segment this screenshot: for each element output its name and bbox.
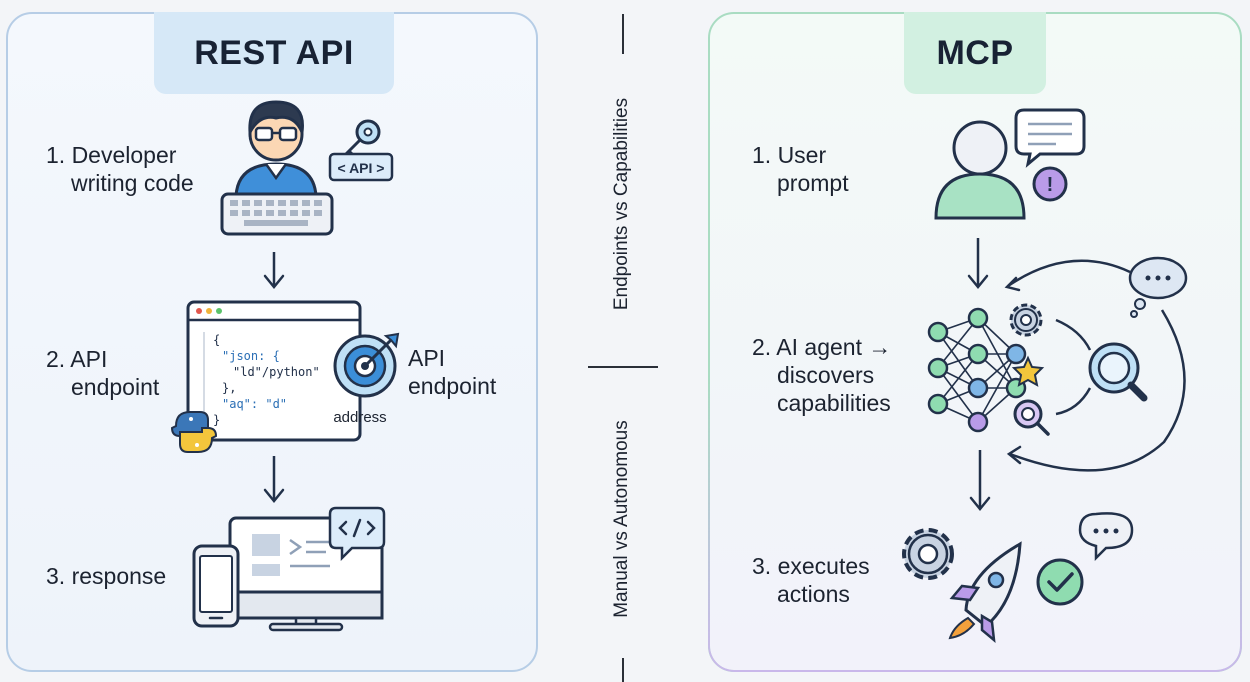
rest-api-panel: REST API 1. Developer writing code 2. AP… <box>6 12 538 672</box>
mcp-step-2-line2: discovers <box>777 362 875 388</box>
speech-bubble-icon <box>1078 512 1134 562</box>
star-icon <box>1011 355 1045 387</box>
user-icon <box>934 120 1026 220</box>
divider-text-top: Endpoints vs Capabilities <box>611 97 632 311</box>
divider-line-bottom <box>622 658 624 682</box>
code-line-6: } <box>213 413 220 427</box>
rest-step-3-label: 3. response <box>46 563 167 589</box>
keyboard-icon <box>220 192 334 236</box>
divider-line-middle <box>588 366 658 368</box>
divider-line-top <box>622 14 624 54</box>
mcp-illustrations: ! <box>902 108 1188 643</box>
chat-bubble-icon <box>1014 108 1086 168</box>
rest-step-1-label: 1. Developer writing code <box>46 141 194 197</box>
mcp-step-3-label: 3. executes actions <box>752 552 870 608</box>
code-line-4: }, <box>222 381 236 395</box>
rest-step-2-line1: 2. API <box>46 346 108 372</box>
small-search-icon <box>1013 399 1050 436</box>
mcp-step-2-line1: 2. AI agent → <box>752 334 892 360</box>
divider-text-bottom: Manual vs Autonomous <box>611 420 632 618</box>
magnifier-icon <box>1088 342 1148 402</box>
gear-icon <box>902 528 954 580</box>
code-line-3: "ld"/python" <box>233 365 320 379</box>
arrow-down-icon <box>969 450 991 511</box>
target-icon <box>333 332 400 398</box>
target-caption: address <box>333 409 386 426</box>
target-label-line1: API <box>408 345 445 371</box>
code-line-2: "json: { <box>222 349 280 363</box>
arrow-down-icon <box>263 456 285 503</box>
mcp-step-2-label: 2. AI agent → discovers capabilities <box>752 333 891 417</box>
svg-text:< API >: < API > <box>338 160 385 176</box>
mcp-step-3-line2: actions <box>777 581 850 607</box>
code-line-5: "aq": "d" <box>222 397 287 411</box>
code-line-1: { <box>213 333 220 347</box>
mcp-step-1-label: 1. User prompt <box>752 141 849 197</box>
python-logo-icon <box>170 411 218 453</box>
rest-api-title: REST API <box>154 12 394 94</box>
rocket-icon <box>948 541 1022 643</box>
neural-network-icon <box>927 307 1027 433</box>
thought-bubble-icon <box>1128 256 1188 318</box>
mcp-step-3-line1: 3. executes <box>752 553 870 579</box>
code-editor-window: { "json: { "ld"/python" }, "aq": "d" } <box>186 300 362 442</box>
gear-icon <box>1009 303 1043 337</box>
alert-icon: ! <box>1032 166 1068 202</box>
mcp-panel: MCP 1. User prompt 2. AI agent → discove… <box>708 12 1242 672</box>
developer-icon <box>234 100 318 198</box>
rest-step-1-line2: writing code <box>71 170 194 196</box>
mcp-title: MCP <box>904 12 1046 94</box>
phone-icon <box>192 544 240 628</box>
target-label-line2: endpoint <box>408 373 497 399</box>
rest-step-1-line1: 1. Developer <box>46 142 177 168</box>
mcp-step-1-line1: 1. User <box>752 142 827 168</box>
discovery-loop-arrows <box>1004 259 1186 472</box>
mcp-step-2-line3: capabilities <box>777 390 891 416</box>
rest-step-2-line2: endpoint <box>71 374 160 400</box>
arrow-down-icon <box>263 252 285 289</box>
code-tag-bubble-icon <box>328 506 386 562</box>
rest-step-2-label: 2. API endpoint <box>46 345 159 401</box>
alert-glyph: ! <box>1047 174 1054 196</box>
api-badge: < API > <box>328 152 394 182</box>
api-badge-text: API <box>349 160 372 176</box>
mcp-step-1-line2: prompt <box>777 170 849 196</box>
checkmark-icon <box>1036 558 1084 606</box>
arrow-down-icon <box>967 238 989 289</box>
rest-illustrations: < API > { "json: { "ld"/python" }, "aq":… <box>170 100 497 632</box>
